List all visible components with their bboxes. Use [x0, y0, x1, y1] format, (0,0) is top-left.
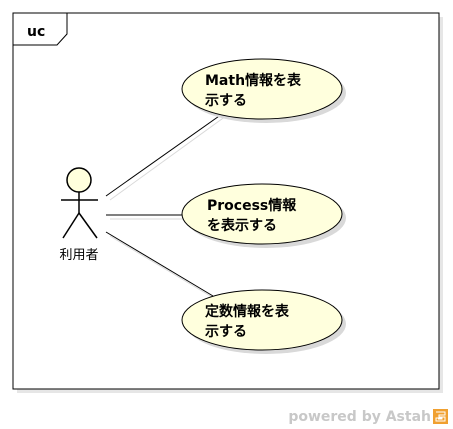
- powered-by-watermark: powered by Astah: [288, 409, 431, 425]
- use-case-label-line-2: 示する: [205, 93, 247, 109]
- association-line-constants[interactable]: [105, 231, 214, 297]
- use-case-label-line-1: Math情報を表: [205, 72, 302, 89]
- use-case-label-line-1: 定数情報を表: [205, 303, 290, 320]
- use-case-process[interactable]: Process情報 を表示する: [181, 183, 346, 248]
- actor[interactable]: 利用者: [59, 167, 99, 263]
- use-case-constants[interactable]: 定数情報を表 示する: [181, 289, 346, 354]
- actor-left-leg: [62, 212, 80, 239]
- actor-name: 利用者: [59, 248, 98, 263]
- association-line-math[interactable]: [105, 113, 223, 197]
- frame-name-tab: [12, 12, 68, 46]
- use-case-label-line-2: を表示する: [207, 217, 277, 234]
- frame-label: uc: [27, 24, 45, 40]
- use-case-label-line-2: 示する: [205, 324, 247, 340]
- use-case-ellipse: [181, 289, 343, 351]
- association-shadows: [109, 115, 227, 301]
- use-case-ellipse: [181, 183, 343, 245]
- astah-logo-icon: [433, 409, 448, 424]
- actor-head: [66, 167, 92, 193]
- use-case-math[interactable]: Math情報を表 示する: [181, 58, 346, 123]
- use-case-label-line-1: Process情報: [207, 197, 297, 214]
- actor-right-leg: [78, 212, 98, 239]
- use-case-ellipse: [181, 58, 343, 120]
